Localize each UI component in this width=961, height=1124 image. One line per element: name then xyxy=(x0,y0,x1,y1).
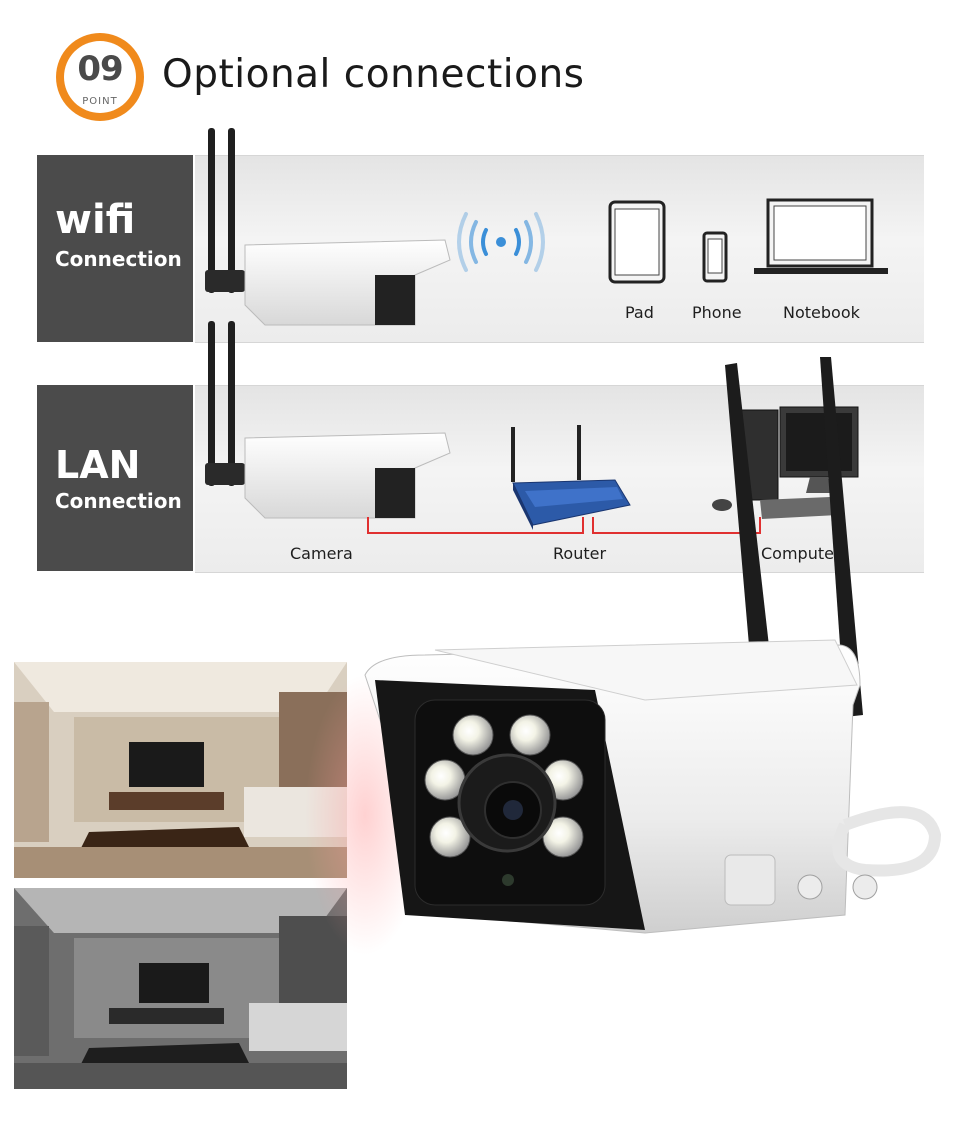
device-label-phone: Phone xyxy=(692,303,742,322)
room-daylight-image xyxy=(14,662,347,878)
laptop-icon xyxy=(754,198,888,274)
node-label-computer: Compute xyxy=(761,544,834,563)
desktop-computer-icon xyxy=(712,406,859,519)
node-label-camera: Camera xyxy=(290,544,353,563)
badge-label: POINT xyxy=(82,96,118,107)
device-label-pad: Pad xyxy=(625,303,654,322)
lan-tag-title: LAN xyxy=(55,443,141,487)
lan-tag-subtitle: Connection xyxy=(55,489,182,513)
point-badge: 09 POINT xyxy=(56,33,144,121)
room-night-vision-image xyxy=(14,888,347,1089)
wifi-connection-tag: wifi Connection xyxy=(37,155,193,342)
wifi-tag-title: wifi xyxy=(55,197,136,243)
wifi-tag-subtitle: Connection xyxy=(55,247,182,271)
router-icon xyxy=(511,425,631,530)
wifi-camera-illustration xyxy=(205,128,451,326)
page-title: Optional connections xyxy=(162,52,585,97)
node-label-router: Router xyxy=(553,544,607,563)
device-label-notebook: Notebook xyxy=(783,303,860,322)
lan-connection-tag: LAN Connection xyxy=(37,385,193,571)
lan-camera-illustration xyxy=(205,321,451,519)
wifi-signal-icon xyxy=(457,212,545,272)
badge-number: 09 xyxy=(77,49,123,89)
lan-cable xyxy=(367,517,761,534)
phone-icon xyxy=(702,231,728,283)
main-camera-illustration xyxy=(305,357,942,955)
tablet-icon xyxy=(608,200,666,284)
